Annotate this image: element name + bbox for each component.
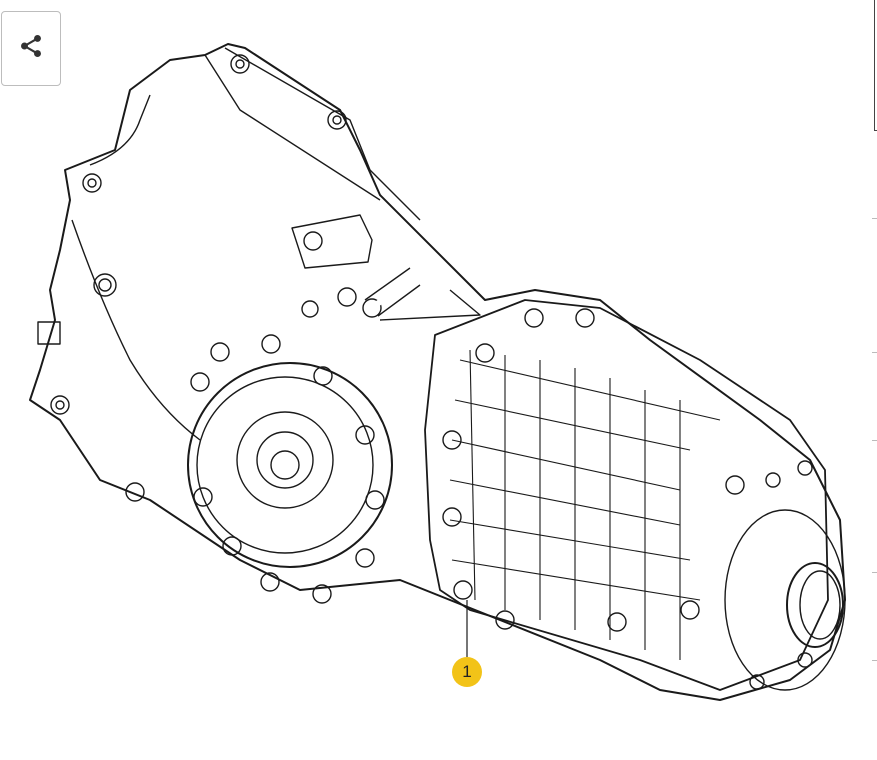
cover-bolts [190, 334, 385, 604]
scroll-tick [872, 440, 877, 441]
case-ribs [449, 349, 721, 660]
case-bolts [442, 308, 813, 690]
side-cover [187, 362, 393, 568]
side-panel-edge [874, 0, 877, 131]
scroll-tick [872, 572, 877, 573]
main-case [424, 299, 829, 691]
share-icon [18, 33, 44, 64]
output-flange [724, 509, 846, 691]
scroll-tick [872, 660, 877, 661]
scroll-tick [872, 218, 877, 219]
scroll-tick [872, 352, 877, 353]
callout-1[interactable]: 1 [452, 657, 482, 687]
bellhousing [29, 43, 846, 701]
share-button[interactable] [1, 11, 61, 86]
